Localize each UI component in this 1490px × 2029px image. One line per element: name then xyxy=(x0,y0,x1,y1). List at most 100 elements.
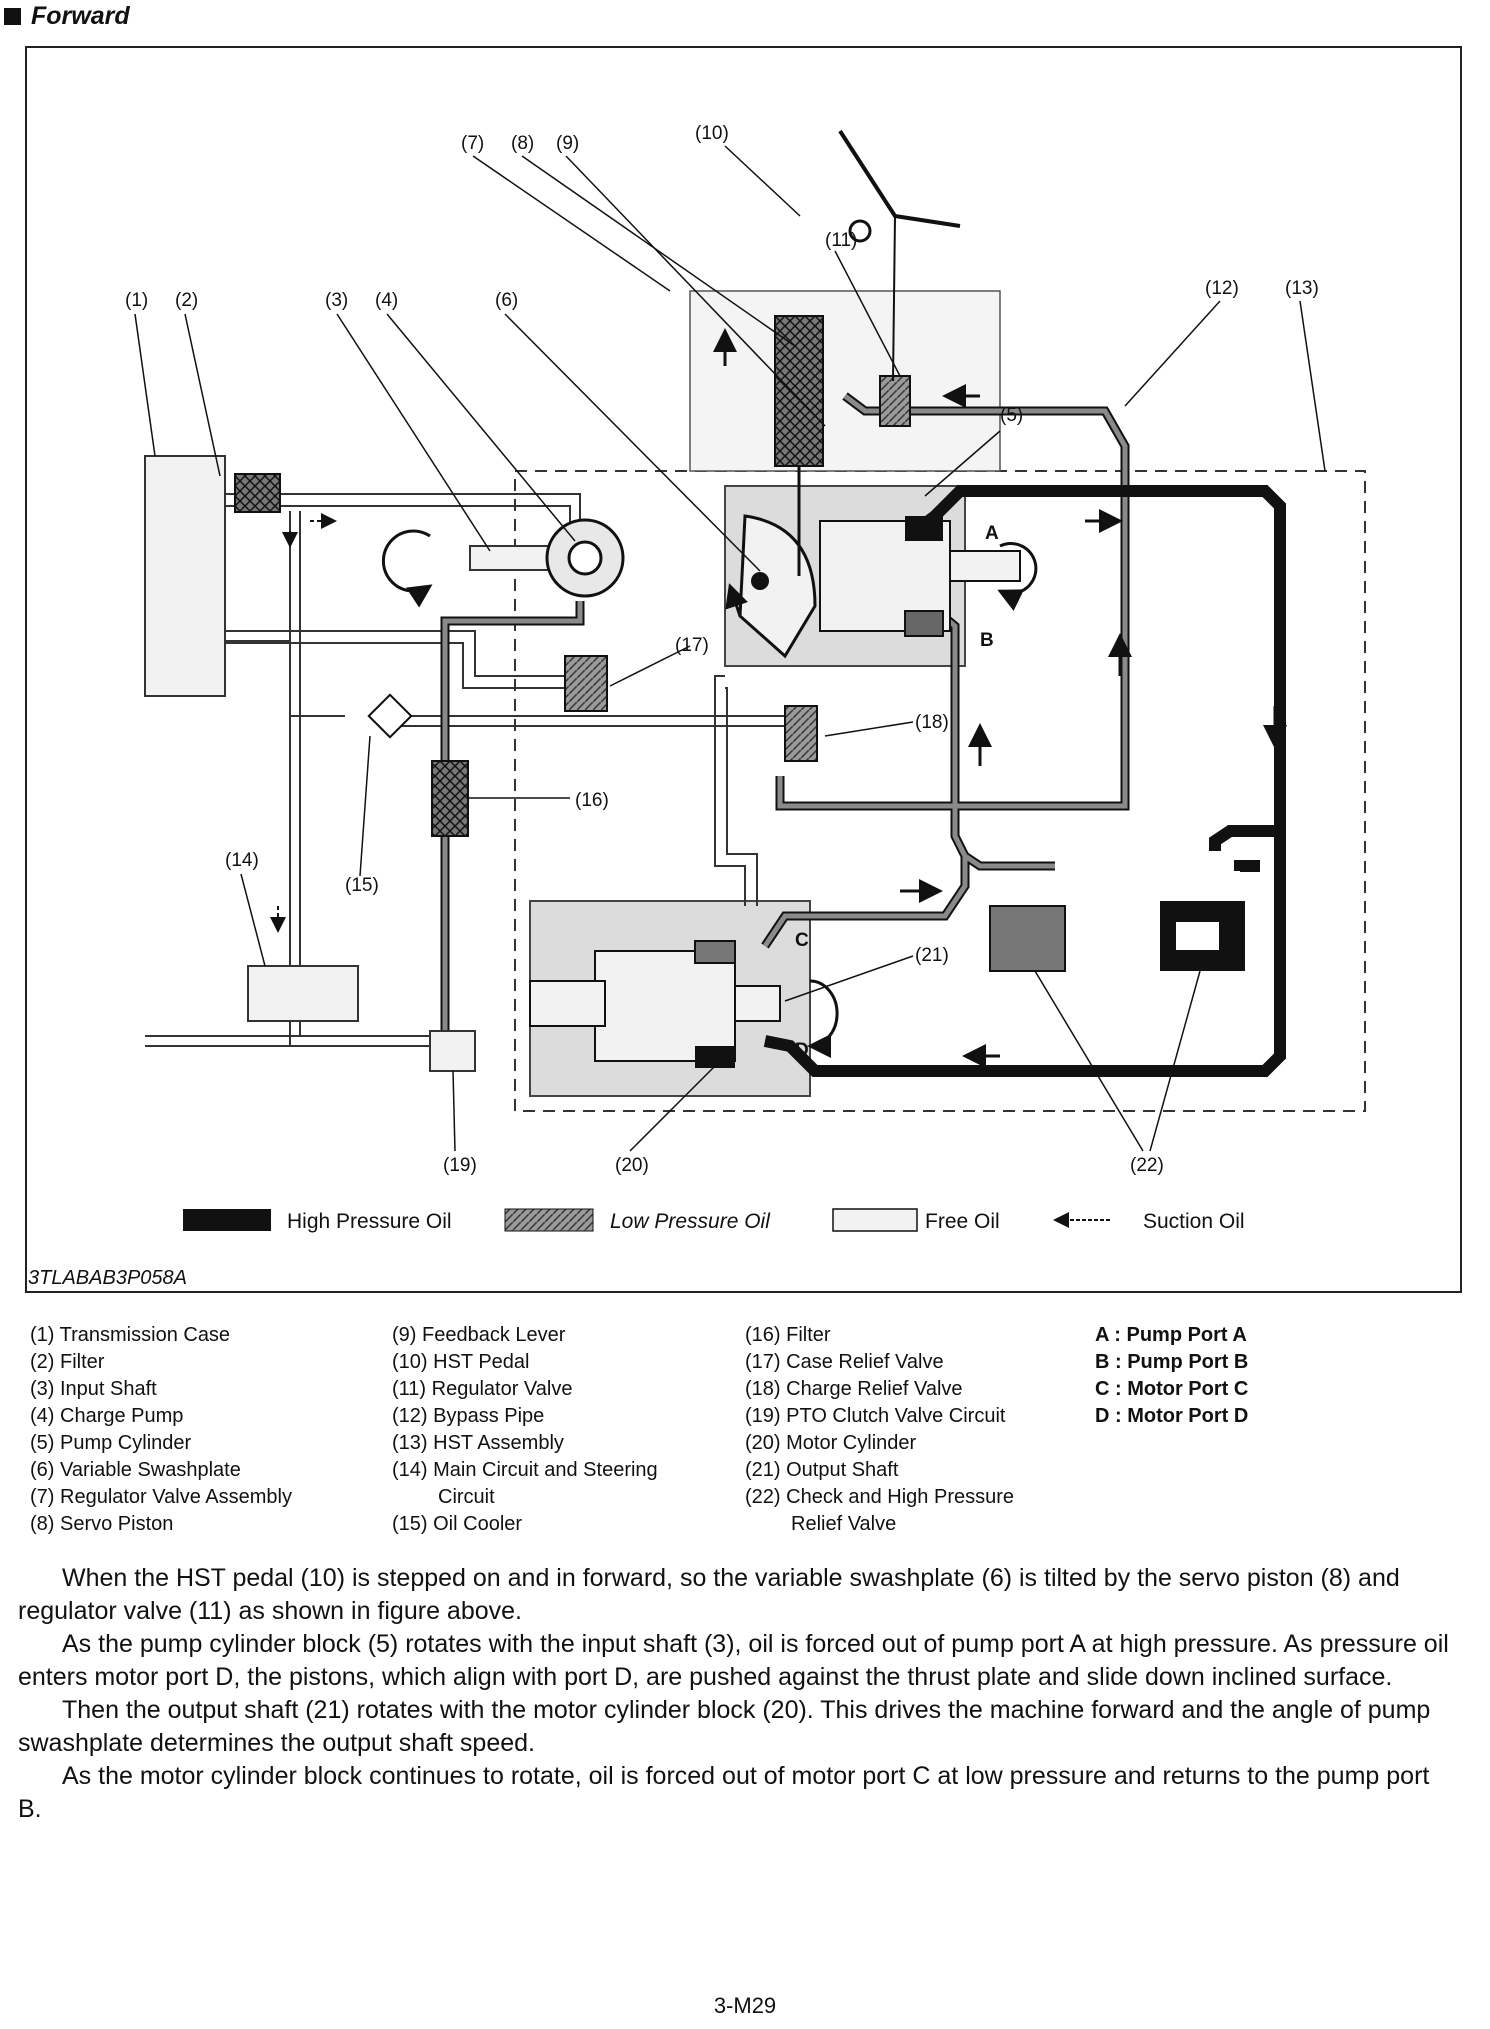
filter-2 xyxy=(234,473,281,513)
case-relief-valve xyxy=(564,655,608,712)
callout-19: (19) xyxy=(443,1155,477,1176)
swashplate-pivot xyxy=(751,572,769,590)
suction-oil-label: Suction Oil xyxy=(1143,1210,1245,1233)
legend-item: (1) Transmission Case xyxy=(30,1324,231,1346)
square-bullet-icon xyxy=(4,8,21,25)
callout-21: (21) xyxy=(915,945,949,966)
callout-8: (8) xyxy=(511,133,534,154)
legend-item: (12) Bypass Pipe xyxy=(392,1405,545,1427)
legend-column-ports: A : Pump Port A B : Pump Port B C : Moto… xyxy=(1095,1322,1248,1430)
legend-item-continued: Circuit xyxy=(438,1486,495,1508)
legend-item: (7) Regulator Valve Assembly xyxy=(30,1486,292,1508)
legend-item: (16) Filter xyxy=(745,1324,831,1346)
motor-rotation-arrow xyxy=(807,979,839,1058)
suction-arrows xyxy=(270,513,337,933)
output-shaft xyxy=(529,980,606,1027)
callout-4: (4) xyxy=(375,290,398,311)
leader-lines xyxy=(134,145,1326,1152)
legend-item: (21) Output Shaft xyxy=(745,1459,899,1481)
callout-15: (15) xyxy=(345,875,379,896)
servo-piston xyxy=(774,315,824,467)
page-number: 3-M29 xyxy=(713,1993,777,2018)
port-c-label: C xyxy=(795,930,809,951)
legend-item: (6) Variable Swashplate xyxy=(30,1459,241,1481)
callout-14: (14) xyxy=(225,850,259,871)
motor-port-d-block xyxy=(695,1046,735,1068)
motor-port-c-block xyxy=(694,940,736,964)
legend-item: (13) HST Assembly xyxy=(392,1432,564,1454)
oil-cooler xyxy=(367,693,413,739)
paragraph: As the motor cylinder block continues to… xyxy=(18,1762,1430,1823)
paragraph: Then the output shaft (21) rotates with … xyxy=(18,1696,1431,1757)
main-circuit-box xyxy=(247,965,359,1022)
callout-2: (2) xyxy=(175,290,198,311)
callout-1: (1) xyxy=(125,290,148,311)
legend-item: (18) Charge Relief Valve xyxy=(745,1378,963,1400)
oil-legend: High Pressure Oil Low Pressure Oil Free … xyxy=(183,1208,1245,1233)
callout-13: (13) xyxy=(1285,278,1319,299)
callout-17: (17) xyxy=(675,635,709,656)
legend-item: (3) Input Shaft xyxy=(30,1378,157,1400)
callout-22: (22) xyxy=(1130,1155,1164,1176)
legend-item: (8) Servo Piston xyxy=(30,1513,174,1535)
callout-5: (5) xyxy=(1000,405,1023,426)
legend-item: (15) Oil Cooler xyxy=(392,1513,523,1535)
section-title: Forward xyxy=(31,2,130,30)
legend-item: (10) HST Pedal xyxy=(392,1351,530,1373)
port-b-label: B xyxy=(980,630,994,651)
filter-16 xyxy=(431,760,469,837)
motor-cylinder xyxy=(594,950,736,1062)
figure-frame xyxy=(25,46,1462,1293)
figure-code: 3TLABAB3P058A xyxy=(28,1267,187,1289)
pump-port-b-block xyxy=(904,610,944,637)
variable-swashplate xyxy=(738,514,817,659)
port-labels: A B C D xyxy=(795,523,999,1061)
high-pressure-swatch xyxy=(183,1209,271,1231)
callout-7: (7) xyxy=(461,133,484,154)
callout-16: (16) xyxy=(575,790,609,811)
paragraph: When the HST pedal (10) is stepped on an… xyxy=(18,1564,1400,1625)
legend-item: (19) PTO Clutch Valve Circuit xyxy=(745,1405,1006,1427)
flow-arrows xyxy=(713,328,1287,1068)
low-pressure-swatch xyxy=(504,1208,594,1232)
legend-item: (20) Motor Cylinder xyxy=(745,1432,917,1454)
section-heading: Forward xyxy=(4,2,130,31)
legend-item: (17) Case Relief Valve xyxy=(745,1351,944,1373)
description-text: When the HST pedal (10) is stepped on an… xyxy=(18,1562,1458,1826)
callout-3: (3) xyxy=(325,290,348,311)
transmission-case xyxy=(144,455,226,697)
callout-6: (6) xyxy=(495,290,518,311)
legend-item-continued: Relief Valve xyxy=(791,1513,897,1535)
regulator-valve-assembly-box xyxy=(689,290,1001,472)
free-oil-label: Free Oil xyxy=(925,1210,1000,1233)
port-legend-item: B : Pump Port B xyxy=(1095,1351,1249,1373)
legend-item: (2) Filter xyxy=(30,1351,105,1373)
callout-10: (10) xyxy=(695,123,729,144)
legend-item: (9) Feedback Lever xyxy=(392,1324,566,1346)
pto-clutch-valve-box xyxy=(429,1030,476,1072)
legend-item: (5) Pump Cylinder xyxy=(30,1432,192,1454)
legend-column-1: (1) Transmission Case (2) Filter (3) Inp… xyxy=(30,1322,292,1538)
legend-item: (22) Check and High Pressure xyxy=(745,1486,1015,1508)
input-rotation-arrow xyxy=(381,529,433,608)
legend-item: (11) Regulator Valve xyxy=(392,1378,573,1400)
charge-relief-valve xyxy=(784,705,818,762)
regulator-valve xyxy=(879,375,911,427)
port-d-label: D xyxy=(795,1040,809,1061)
check-valve-left xyxy=(989,905,1066,972)
port-legend-item: C : Motor Port C xyxy=(1095,1378,1249,1400)
callout-20: (20) xyxy=(615,1155,649,1176)
low-pressure-label: Low Pressure Oil xyxy=(610,1210,771,1233)
callout-12: (12) xyxy=(1205,278,1239,299)
pump-rotation-arrow xyxy=(997,542,1038,611)
hst-forward-diagram: (1) (2) (3) (4) (5) (6) (7) (8) (9) (10)… xyxy=(125,123,1366,1233)
port-a-label: A xyxy=(985,523,999,544)
callout-11: (11) xyxy=(825,230,857,251)
free-oil-swatch xyxy=(832,1208,918,1232)
pump-output-shaft xyxy=(949,550,1021,582)
hst-pedal xyxy=(838,129,961,228)
callout-9: (9) xyxy=(556,133,579,154)
high-pressure-label: High Pressure Oil xyxy=(287,1210,452,1233)
port-legend-item: D : Motor Port D xyxy=(1095,1405,1249,1427)
pump-port-a-block xyxy=(905,516,943,541)
